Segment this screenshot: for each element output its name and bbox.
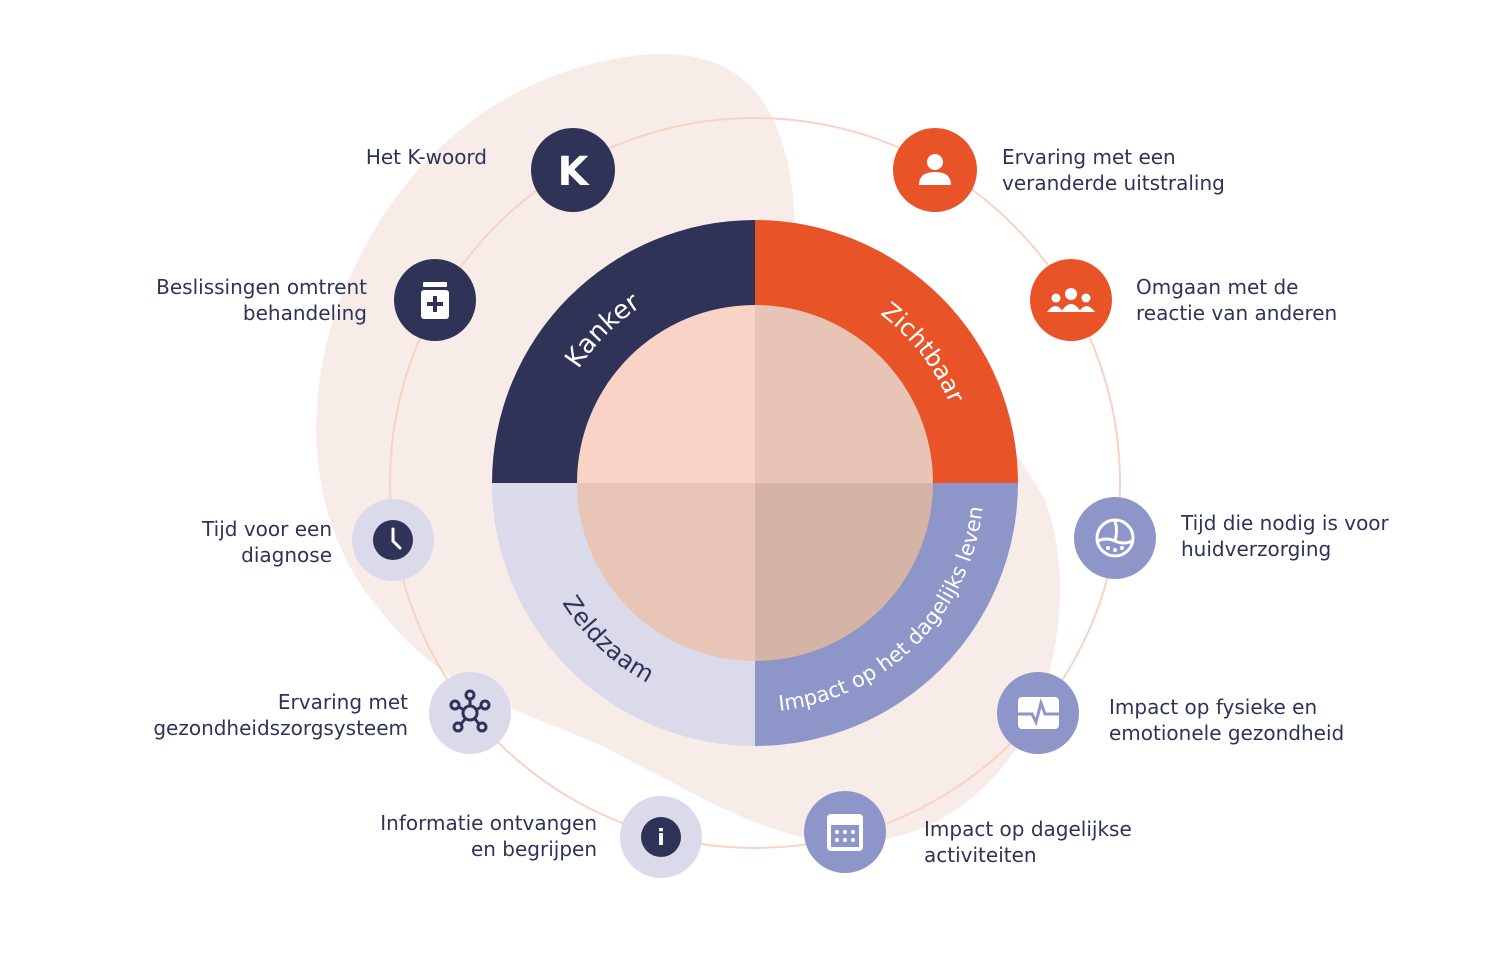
inner-quadrant-br [755, 483, 933, 661]
node-gezondheidszorg[interactable] [429, 672, 511, 754]
label-line: huidverzorging [1181, 537, 1332, 561]
orbit-ring [389, 117, 1121, 849]
node-uitstraling[interactable] [893, 128, 977, 212]
label-line: reactie van anderen [1136, 301, 1338, 325]
inner-quadrant-tl [577, 305, 755, 483]
label-line: Tijd die nodig is voor [1181, 511, 1389, 535]
label-line: emotionele gezondheid [1109, 721, 1345, 745]
label-line: Omgaan met de [1136, 275, 1299, 299]
label-line: Tijd voor een [202, 517, 332, 541]
node-fysieke-gezondheid[interactable] [997, 672, 1079, 754]
label-line: Ervaring met [277, 690, 408, 714]
node-tijd-diagnose[interactable] [352, 499, 434, 581]
node-huidverzorging[interactable] [1074, 497, 1156, 579]
node-dagelijkse-activiteiten[interactable] [804, 791, 886, 873]
network-people-icon [449, 689, 491, 733]
person-icon [919, 154, 951, 185]
label-k-woord: Het K-woord [366, 144, 487, 170]
node-beslissingen[interactable] [394, 259, 476, 341]
label-line: en begrijpen [470, 837, 597, 861]
label-line: activiteiten [924, 843, 1037, 867]
group-people-icon [1047, 288, 1095, 312]
label-line: Impact op fysieke en [1109, 695, 1318, 719]
label-line: Informatie ontvangen [380, 811, 597, 835]
label-line: Het K-woord [365, 145, 487, 169]
inner-quadrant-tr [755, 305, 933, 483]
medicine-jar-icon [421, 282, 449, 319]
inner-quadrant-bl [577, 483, 755, 661]
label-line: Impact op dagelijkse [924, 817, 1132, 841]
label-line: Beslissingen omtrent [156, 275, 367, 299]
heartbeat-monitor-icon [1018, 697, 1059, 729]
calendar-icon [827, 814, 863, 851]
info-icon: i [657, 826, 665, 851]
node-omgaan-reactie[interactable] [1030, 259, 1112, 341]
clock-icon [373, 520, 413, 560]
k-letter-icon: K [558, 149, 591, 195]
label-line: veranderde uitstraling [1002, 171, 1225, 195]
node-informatie[interactable]: i [620, 796, 702, 878]
label-line: diagnose [241, 543, 332, 567]
label-line: behandeling [242, 301, 367, 325]
label-line: Ervaring met een [1002, 145, 1176, 169]
skin-hair-follicle-icon [1095, 518, 1135, 558]
label-line: gezondheidszorgsysteem [153, 716, 408, 740]
node-k-woord[interactable]: K [531, 128, 615, 212]
